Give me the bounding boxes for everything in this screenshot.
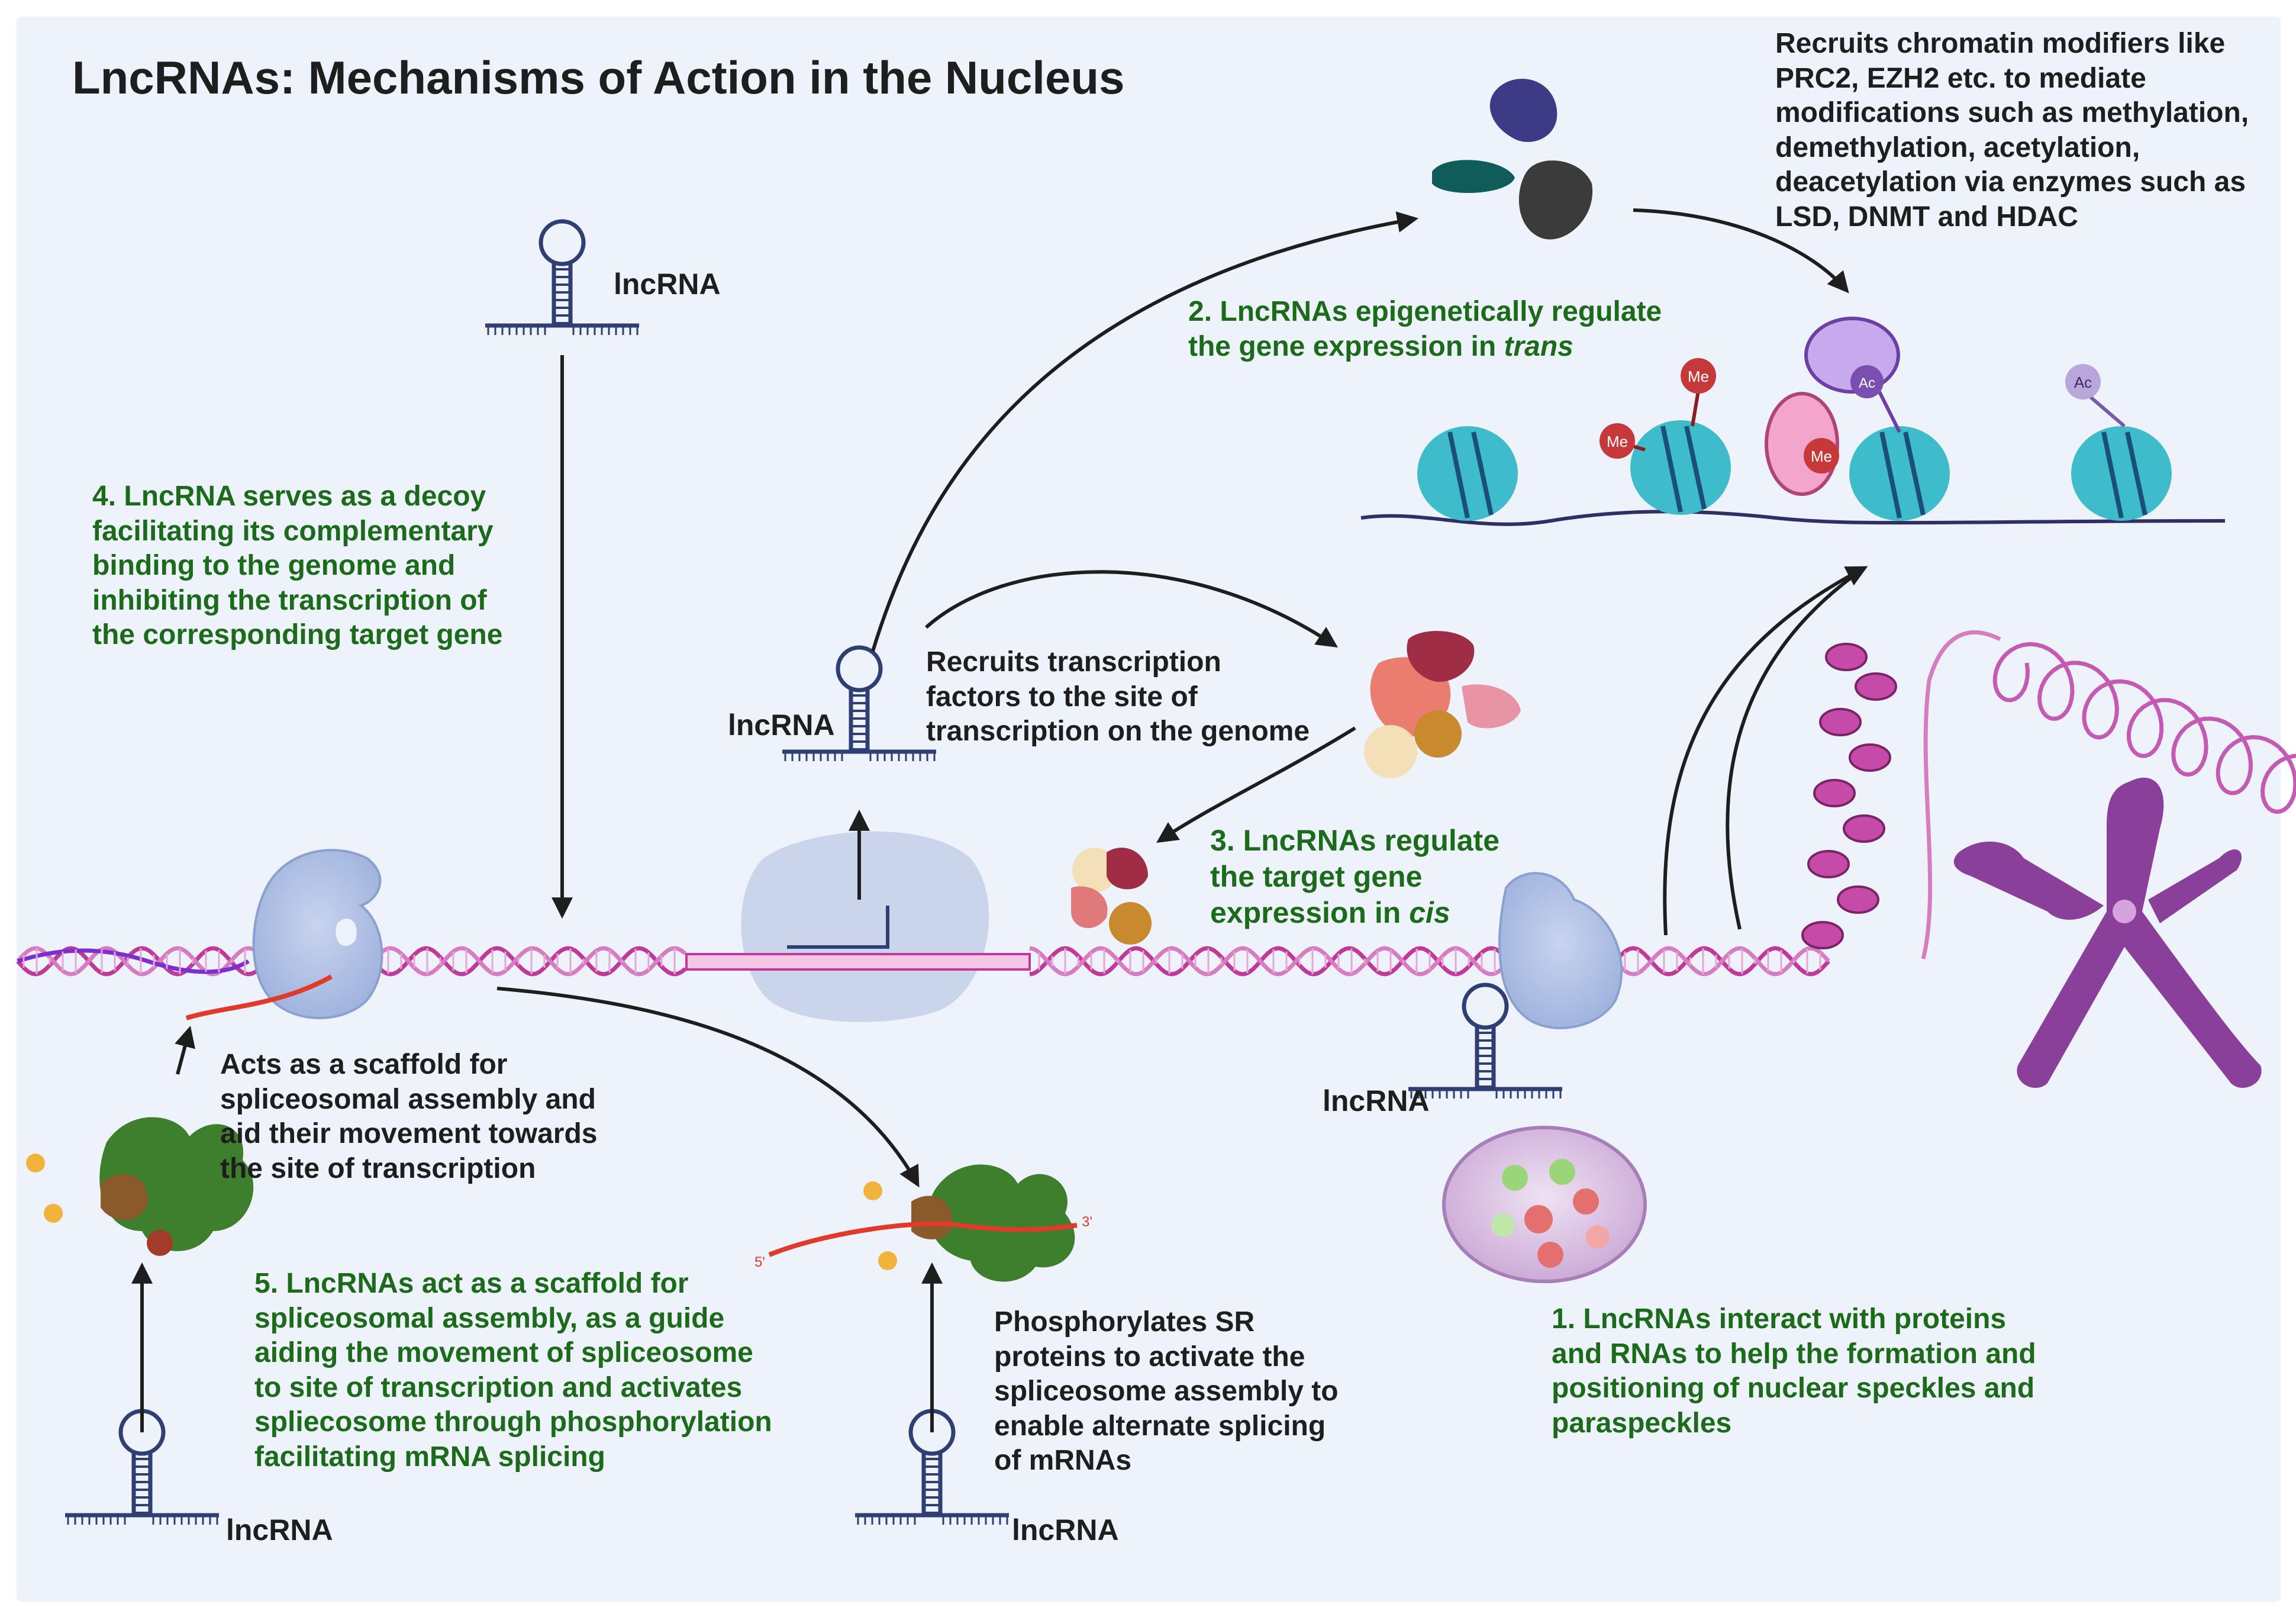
arrow-trans — [871, 211, 1419, 652]
transcription-factors — [1364, 631, 1521, 778]
methyl-mark — [1681, 358, 1716, 394]
lncrna-label: lncRNA — [728, 708, 835, 742]
lncrna-hairpin — [855, 1409, 1009, 1525]
nucleosome — [1819, 708, 1862, 736]
svg-text:Me: Me — [1811, 447, 1832, 465]
mechanism-4-label: 4. LncRNA serves as a decoy facilitating… — [92, 481, 503, 651]
nucleosome — [1825, 643, 1868, 671]
svg-text:Ac: Ac — [2074, 373, 2092, 391]
svg-text:Ac: Ac — [1859, 375, 1875, 391]
methyl-mark — [1600, 423, 1635, 459]
nucleosome — [1813, 779, 1856, 807]
chromatin-fiber: Me Me Ac Ac Me — [1360, 317, 2226, 526]
three-prime-label: 3' — [1082, 1214, 1092, 1230]
arrow-splice — [496, 987, 920, 1188]
nucleosome — [1843, 814, 1885, 843]
nucleosome — [1807, 850, 1850, 878]
mechanism-2-label: 2. LncRNAs epigenetically regulate the g… — [1188, 296, 1662, 362]
transcription-factor-text: Recruits transcription factors to the si… — [926, 646, 1310, 748]
lncrna-label: lncRNA — [1323, 1084, 1430, 1117]
nucleosome — [1855, 672, 1897, 701]
lncrna-hairpin — [1408, 983, 1562, 1099]
chromatin-modifiers-text: Recruits chromatin modifiers like PRC2, … — [1775, 28, 2249, 233]
five-prime-label: 5' — [754, 1254, 765, 1270]
nucleosome — [1849, 426, 1950, 521]
mechanism-5-label: 5. LncRNAs act as a scaffold for spliceo… — [254, 1268, 772, 1473]
chromosome — [1953, 777, 2262, 1088]
transcription-bubble — [685, 831, 1031, 1022]
phosphate-mark — [863, 1181, 882, 1200]
sr-protein-text: Phosphorylates SR proteins to activate t… — [994, 1306, 1339, 1477]
rna-polymerase-left — [252, 849, 383, 1019]
lncrna-hairpin — [485, 219, 639, 335]
mechanism-3-label: 3. LncRNAs regulate the target gene expr… — [1210, 824, 1500, 929]
phosphate-mark — [44, 1204, 63, 1223]
nuclear-speckle — [1442, 1126, 1647, 1283]
arrow-tf — [925, 570, 1338, 648]
arrow-modifiers — [1633, 208, 1849, 294]
arrow-chromatin — [1663, 566, 1868, 936]
phosphate-mark — [878, 1251, 897, 1270]
arrows — [131, 208, 1868, 1432]
svg-text:Me: Me — [1607, 433, 1628, 450]
lncrna-hairpin — [782, 645, 936, 761]
spliceosome-right — [863, 1164, 1075, 1282]
arrow-scaffold — [175, 1026, 195, 1075]
lncrna-label: lncRNA — [1012, 1513, 1119, 1547]
acetyl-mark — [2065, 364, 2101, 400]
rna-polymerase-right — [1498, 872, 1623, 1029]
chromatin-modifier-complex — [1432, 79, 1593, 240]
arrow-chromatin-2 — [1726, 566, 1865, 930]
nucleosome — [1630, 420, 1731, 515]
methyl-mark — [1804, 438, 1839, 473]
lncrna-label: lncRNA — [614, 268, 721, 301]
mechanism-1-label: 1. LncRNAs interact with proteins and RN… — [1552, 1303, 2036, 1439]
spliceosome-left — [26, 1117, 254, 1256]
cis-regulators — [1071, 848, 1152, 945]
nucleosome — [1417, 426, 1518, 521]
phosphate-mark — [26, 1154, 45, 1173]
page-title: LncRNAs: Mechanisms of Action in the Nuc… — [72, 51, 1125, 104]
lncrna-label: lncRNA — [226, 1513, 333, 1547]
acetyl-mark — [1850, 365, 1884, 398]
dna-strand-purple — [17, 948, 250, 974]
svg-text:Me: Me — [1688, 368, 1709, 385]
background-panel — [17, 17, 2281, 1602]
nucleosome — [1801, 921, 1844, 949]
chromatin-coil — [1801, 630, 2296, 959]
mrna-strand — [768, 1221, 1078, 1257]
nucleosome — [2071, 426, 2172, 521]
nucleosome-stack — [1801, 643, 1897, 949]
nucleosome — [1837, 885, 1879, 914]
nucleosome — [1849, 743, 1891, 772]
mrna-strand — [185, 974, 333, 1020]
arrow-cis — [1156, 726, 1356, 843]
scaffold-text: Acts as a scaffold for spliceosomal asse… — [220, 1049, 598, 1184]
